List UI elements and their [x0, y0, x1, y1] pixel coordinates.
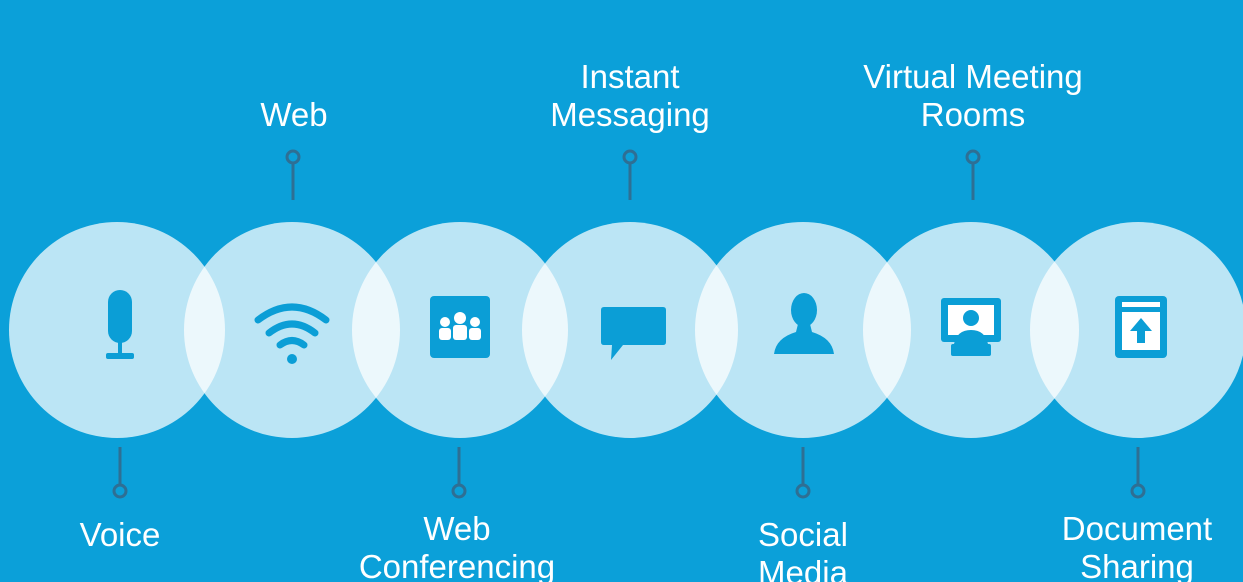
connector-instant-messaging — [622, 148, 642, 213]
connector-virtual-meeting-rooms — [965, 148, 985, 213]
connector-social-media — [795, 447, 815, 512]
connector-web — [285, 148, 305, 213]
microphone-icon — [70, 280, 170, 380]
chat-bubble-icon — [583, 280, 683, 380]
wifi-icon — [242, 280, 342, 380]
label-instant-messaging-line1: Instant — [580, 58, 680, 95]
label-virtual-meeting-rooms-line2: Rooms — [920, 96, 1026, 133]
connector-web-conferencing — [451, 447, 471, 512]
label-web-conferencing: Web Conferencing — [307, 510, 607, 582]
label-document-sharing: Document Sharing — [987, 510, 1243, 582]
label-social-media-line2: Media — [758, 554, 848, 582]
label-instant-messaging-line2: Messaging — [550, 96, 710, 133]
label-voice: Voice — [0, 516, 270, 554]
person-icon — [754, 280, 854, 380]
label-document-sharing-line2: Sharing — [1080, 548, 1194, 582]
connector-voice — [112, 447, 132, 512]
label-voice-line1: Voice — [79, 516, 161, 553]
label-web-conferencing-line1: Web — [423, 510, 491, 547]
label-instant-messaging: Instant Messaging — [480, 58, 780, 134]
video-conference-icon — [410, 280, 510, 380]
label-virtual-meeting-rooms: Virtual Meeting Rooms — [823, 58, 1123, 134]
label-document-sharing-line1: Document — [1061, 510, 1213, 547]
document-upload-icon — [1091, 280, 1191, 380]
monitor-person-icon — [921, 280, 1021, 380]
label-social-media: Social Media — [653, 516, 953, 582]
connector-document-sharing — [1130, 447, 1150, 512]
label-virtual-meeting-rooms-line1: Virtual Meeting — [863, 58, 1083, 95]
label-social-media-line1: Social — [758, 516, 848, 553]
label-web-conferencing-line2: Conferencing — [358, 548, 556, 582]
label-web: Web — [144, 96, 444, 134]
label-web-line1: Web — [260, 96, 328, 133]
